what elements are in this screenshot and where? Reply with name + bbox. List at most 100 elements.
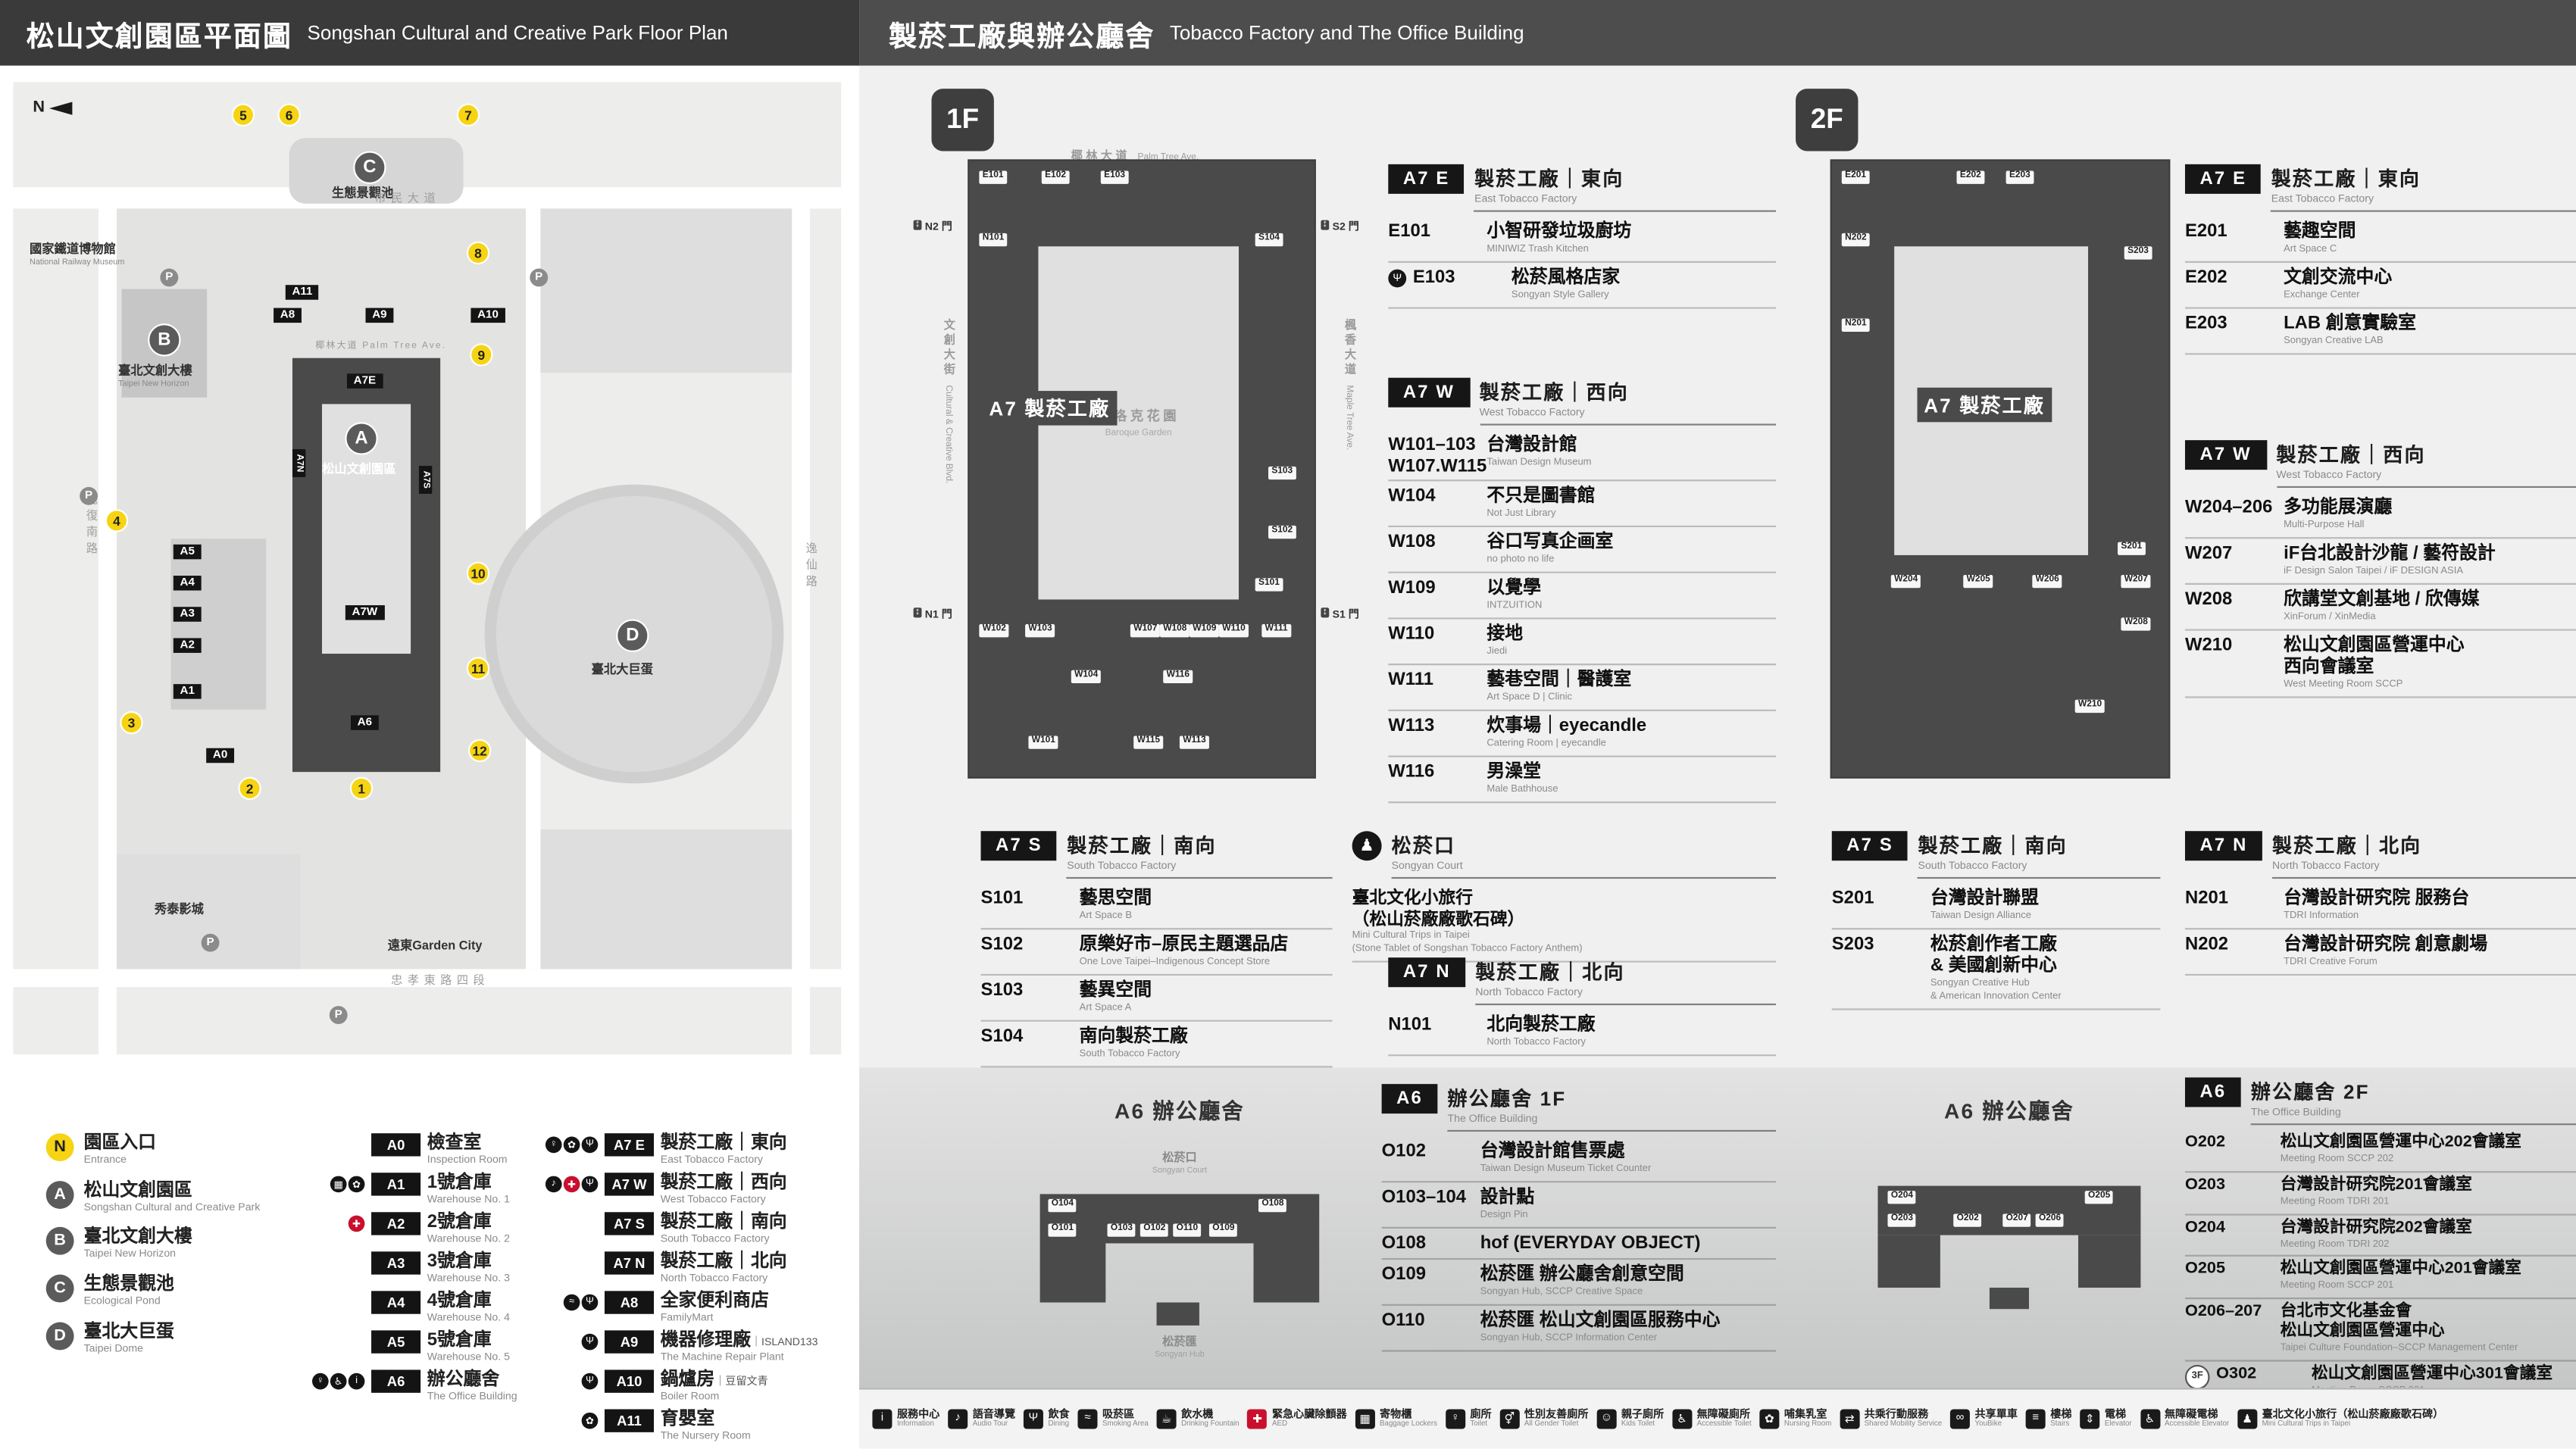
- map-place-label: 遠東Garden City: [387, 938, 483, 953]
- legend-badge-a: A: [45, 1180, 74, 1209]
- map-place-label: 秀泰影城: [154, 901, 204, 917]
- plan-room-O207: O207: [2002, 1213, 2032, 1226]
- room-code: W208: [2184, 589, 2233, 610]
- room-code: N202: [2184, 934, 2228, 954]
- amenity-label-zh: 服務中心: [896, 1409, 940, 1421]
- all-gender-toilet-icon: ⚥: [1499, 1409, 1520, 1429]
- info-icon: i: [872, 1409, 893, 1429]
- legend-chip-a7s: A7 S: [604, 1212, 655, 1235]
- street-label-palm-tree-ave: 椰林大道 Palm Tree Ave.: [1071, 151, 1199, 163]
- amenity-label-en: Kids Toilet: [1621, 1419, 1655, 1428]
- amenity-label-en: Audio Tour: [972, 1419, 1008, 1428]
- plan-room-N201: N201: [1841, 318, 1870, 331]
- room-name-zh: 接地: [1487, 624, 1524, 645]
- room-code: S104: [980, 1026, 1024, 1047]
- legend-badge-c: C: [45, 1274, 74, 1303]
- toilet-icon: ♀: [1445, 1409, 1465, 1429]
- plan-room-E101: E101: [979, 170, 1007, 183]
- accessible-toilet-icon: ♿: [1672, 1409, 1693, 1429]
- plan-room-W108: W108: [1159, 623, 1190, 637]
- room-code: W204–206: [2184, 498, 2273, 518]
- map-chip-a4: A4: [173, 576, 202, 591]
- room-name-zh: 北向製菸工廠: [1487, 1015, 1596, 1035]
- aed-icon: ✚: [348, 1215, 365, 1232]
- north-compass-icon: N: [33, 98, 73, 117]
- amenity-label-en: Accessible Elevator: [2165, 1419, 2230, 1428]
- plan-room-N101: N101: [979, 233, 1008, 246]
- amenity-label-zh: 性別友善廁所: [1524, 1409, 1589, 1421]
- floor-2-badge: 2F: [1796, 89, 1859, 151]
- room-name-zh: 南向製菸工廠: [1079, 1026, 1188, 1047]
- dining-icon: Ψ: [581, 1176, 599, 1193]
- legend-chip-a11: A11: [604, 1409, 655, 1432]
- parking-icon: P: [201, 933, 220, 952]
- room-code: E103: [1412, 267, 1455, 288]
- room-code: O108: [1381, 1233, 1427, 1254]
- map-landmark-a: A: [345, 422, 378, 455]
- room-name-en: Songyan Creative LAB: [2284, 336, 2384, 347]
- section-title-zh: 製菸工廠｜西向: [2276, 443, 2426, 467]
- plan-room-O108: O108: [1258, 1198, 1287, 1212]
- room-name-en: Songyan Hub, SCCP Information Center: [1480, 1334, 1658, 1344]
- legend-place-en: Taipei Dome: [83, 1343, 143, 1355]
- room-code: W110: [1388, 624, 1435, 645]
- room-code: O205: [2184, 1260, 2226, 1279]
- plan-room-O205: O205: [2084, 1191, 2114, 1204]
- room-name-zh: 不只是圖書館: [1487, 486, 1596, 507]
- map-landmark-b: B: [148, 323, 181, 357]
- room-name-en: XinForum / XinMedia: [2284, 613, 2376, 623]
- a6-1f-right-wing: [1253, 1243, 1320, 1303]
- map-entrance-9: 9: [470, 343, 493, 367]
- room-name-en: North Tobacco Factory: [1487, 1038, 1587, 1048]
- plan-room-W205: W205: [1963, 574, 1994, 588]
- parking-icon: P: [80, 486, 98, 505]
- legend-building-zh: 5號倉庫: [427, 1330, 492, 1351]
- amenity-label-zh: 親子廁所: [1621, 1409, 1665, 1421]
- courtyard-label-zh: 巴洛克花園: [1097, 408, 1180, 424]
- room-code: O204: [2184, 1218, 2226, 1236]
- section-title-en: East Tobacco Factory: [2271, 193, 2374, 206]
- room-name-zh: 台灣設計聯盟: [1930, 888, 2039, 909]
- amenity-label-zh: 無障礙廁所: [1696, 1409, 1751, 1421]
- legend-place-en: Entrance: [83, 1154, 127, 1166]
- legend-badge-b: B: [45, 1227, 74, 1256]
- floor-3f-badge: 3F: [2184, 1364, 2210, 1390]
- elevator-icon: ⇕: [2080, 1409, 2100, 1429]
- section-chip: A6: [1381, 1084, 1438, 1114]
- room-code: O203: [2184, 1176, 2226, 1194]
- room-code: S103: [980, 980, 1024, 1001]
- road-yixian-rd: [792, 187, 811, 1055]
- room-name-zh: 松菸風格店家: [1511, 267, 1621, 288]
- map-place-label: 松山文創園區: [322, 461, 396, 476]
- page-title-en: Songshan Cultural and Creative Park Floo…: [307, 21, 728, 45]
- gate-label-S1門: ↕S1 門: [1321, 604, 1359, 621]
- room-code: S203: [1831, 934, 1874, 954]
- plan-room-W204: W204: [1890, 574, 1921, 588]
- amenity-label-zh: 電梯: [2104, 1409, 2127, 1421]
- audio-tour-icon: ♪: [948, 1409, 968, 1429]
- room-name-zh: 文創交流中心: [2284, 267, 2393, 288]
- legend-building-en: Warehouse No. 2: [427, 1233, 510, 1246]
- plan-room-S103: S103: [1268, 466, 1296, 479]
